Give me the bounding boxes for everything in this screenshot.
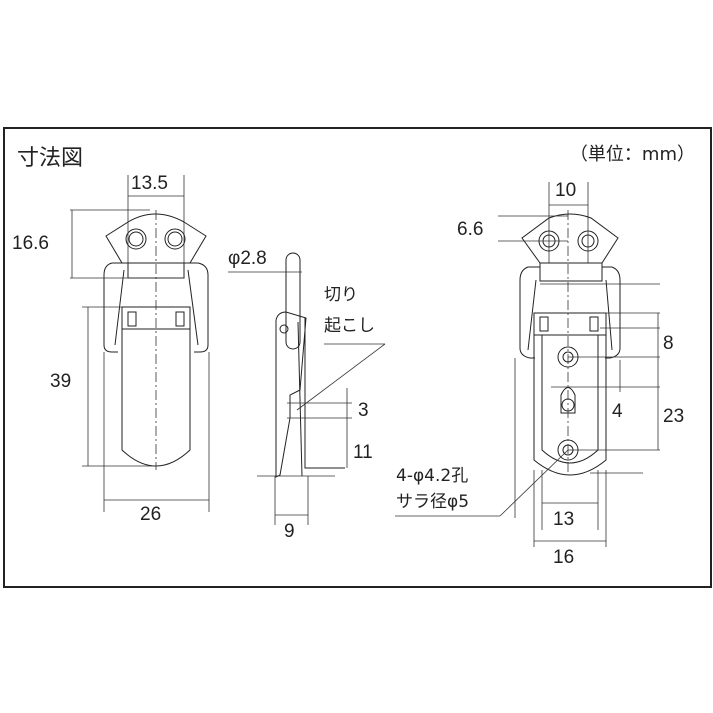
dim-width-top: 13.5 — [131, 173, 168, 194]
drawing-frame — [3, 127, 712, 588]
dim-inner-width: 13 — [553, 509, 575, 530]
dim-height-top: 16.6 — [12, 233, 49, 254]
dim-width-body: 26 — [140, 504, 162, 525]
note-cut-raise-line1: 切り — [324, 285, 358, 305]
dim-b: 4 — [612, 401, 623, 422]
unit-label: （単位：mm） — [569, 144, 695, 165]
hole-note-line1: 4-φ4.2孔 — [396, 466, 469, 486]
dim-hole-pitch-top: 10 — [555, 180, 577, 201]
hole-note-line2: サラ径φ5 — [396, 492, 470, 512]
dim-hole-offset-top: 6.6 — [457, 219, 484, 240]
dim-tab: 3 — [358, 400, 369, 421]
dim-tab-height: 11 — [353, 442, 373, 463]
dim-outer-width: 16 — [553, 547, 575, 568]
dim-a: 8 — [663, 333, 674, 354]
note-cut-raise-line2: 起こし — [324, 316, 375, 336]
rear-view — [395, 182, 660, 547]
dim-height-body: 39 — [50, 371, 72, 392]
drawing-title: 寸法図 — [17, 146, 84, 171]
dim-depth: 9 — [284, 521, 295, 542]
dim-wire-diameter: φ2.8 — [228, 248, 267, 269]
front-view — [70, 175, 210, 512]
side-view — [228, 252, 386, 525]
dim-c: 23 — [663, 406, 685, 427]
